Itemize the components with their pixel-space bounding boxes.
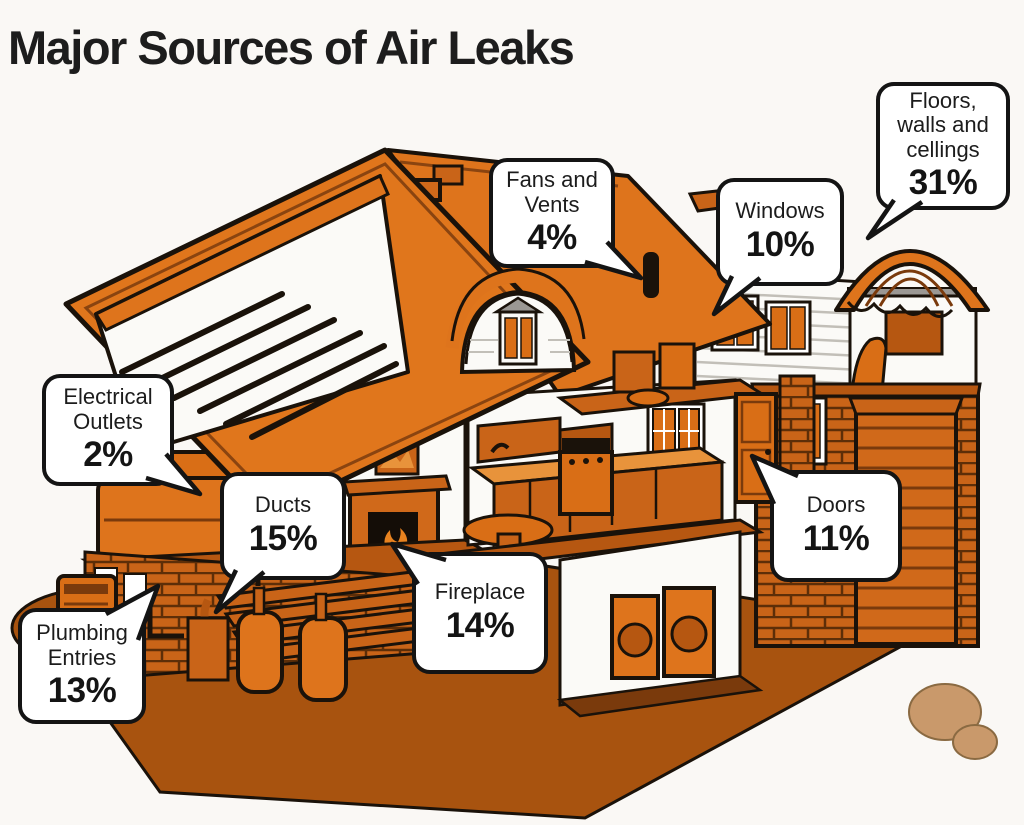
callout-value: 2% bbox=[83, 435, 133, 475]
callout-label: Ducts bbox=[254, 492, 312, 518]
callout-fireplace: Fireplace 14% bbox=[389, 541, 548, 674]
callout-label: Floors, walls and cellings bbox=[897, 87, 989, 162]
callout-fans-and-vents: Fans and Vents 4% bbox=[489, 158, 644, 281]
curved-roof-room bbox=[834, 249, 990, 396]
callout-doors: Doors 11% bbox=[749, 453, 902, 582]
vent-pipe bbox=[643, 252, 659, 298]
callout-value: 31% bbox=[908, 163, 978, 203]
stove bbox=[558, 438, 614, 516]
callout-label: Fans and Vents bbox=[506, 166, 598, 217]
left-gable bbox=[93, 173, 410, 454]
callout-label: Fireplace bbox=[434, 579, 526, 605]
callout-value: 13% bbox=[47, 671, 117, 711]
siding-window-2 bbox=[764, 300, 812, 356]
laundry-room bbox=[556, 530, 764, 718]
callout-value: 15% bbox=[248, 518, 318, 558]
page-title: Major Sources of Air Leaks bbox=[8, 21, 575, 74]
callout-ducts: Ducts 15% bbox=[213, 472, 346, 615]
dormer-window bbox=[491, 296, 545, 366]
water-heater-2 bbox=[298, 592, 348, 702]
callout-value: 14% bbox=[445, 605, 515, 645]
callout-label: Doors bbox=[806, 492, 866, 518]
attic-storage bbox=[555, 342, 767, 416]
shrub bbox=[908, 683, 998, 760]
callout-label: Windows bbox=[735, 198, 825, 224]
callout-floors-walls-ceilings: Floors, walls and cellings 31% bbox=[865, 82, 1010, 241]
callout-plumbing-entries: Plumbing Entries 13% bbox=[18, 583, 161, 724]
furnace bbox=[186, 616, 230, 682]
water-heater bbox=[236, 586, 284, 694]
rafters bbox=[119, 291, 399, 440]
callout-windows: Windows 10% bbox=[711, 178, 844, 317]
callout-value: 10% bbox=[745, 224, 815, 264]
kitchen bbox=[462, 378, 737, 568]
callout-value: 4% bbox=[527, 218, 577, 258]
washer bbox=[610, 594, 660, 680]
callout-electrical-outlets: Electrical Outlets 2% bbox=[42, 374, 203, 497]
callout-label: Plumbing Entries bbox=[36, 619, 128, 670]
dryer bbox=[662, 586, 716, 678]
callout-label: Electrical Outlets bbox=[63, 383, 153, 434]
callout-value: 11% bbox=[802, 518, 870, 558]
dormer bbox=[445, 267, 591, 375]
faucet bbox=[490, 442, 510, 454]
